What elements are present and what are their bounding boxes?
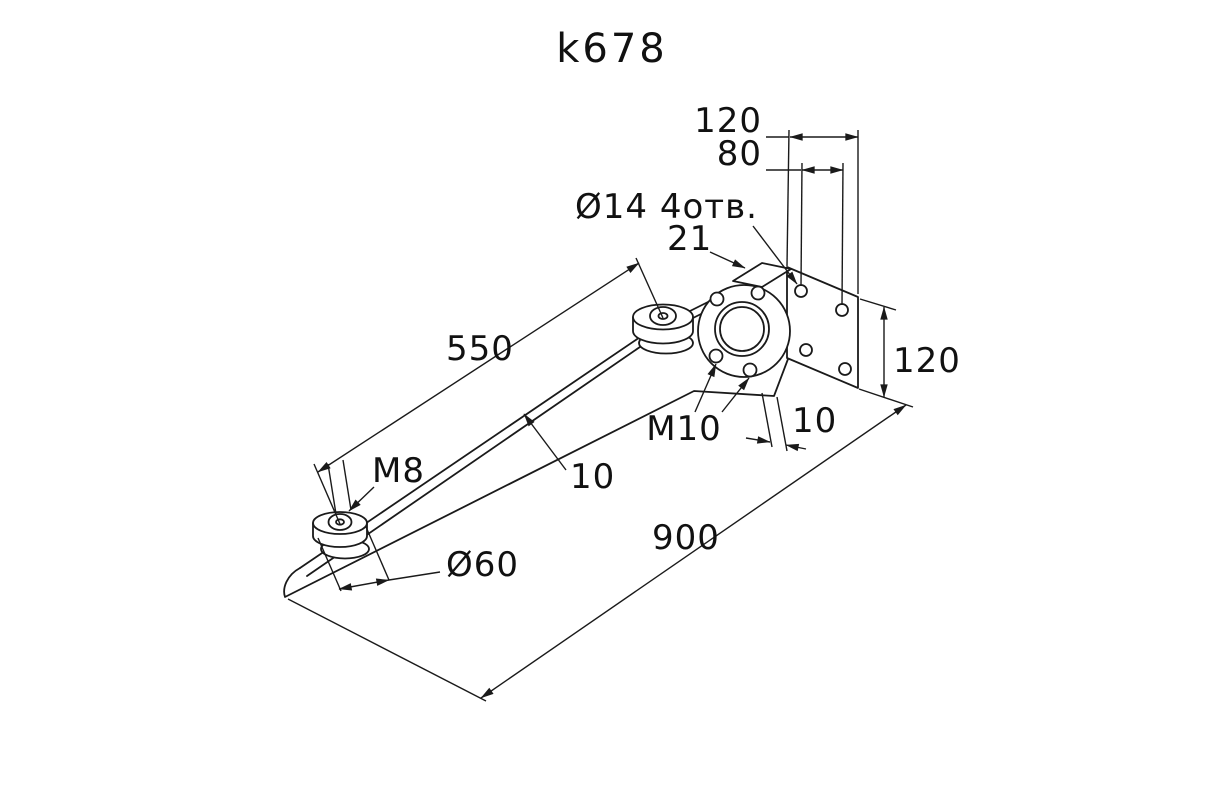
dim-total-length: 900: [652, 518, 720, 558]
lower-boss: [312, 511, 370, 560]
plate-hole: [794, 284, 808, 298]
dim-tab-width: 21: [667, 219, 712, 259]
plate-hole: [838, 362, 852, 376]
dimension-lines: [287, 129, 914, 702]
annotations: k678 120 80 Ø14 4отв. 21 550 120 M8 10 M…: [372, 26, 961, 585]
hub-stud: [708, 348, 724, 364]
dim-thread-small: M8: [372, 451, 425, 491]
dim-boss-distance: 550: [446, 329, 514, 369]
hub-stud: [750, 285, 766, 301]
dim-plate-height: 120: [893, 341, 961, 381]
drawing-title: k678: [556, 26, 668, 72]
hub-stud: [742, 362, 758, 378]
plate-hole: [799, 343, 813, 357]
dim-plate-thickness: 10: [792, 401, 837, 441]
dim-arm-thickness: 10: [570, 457, 615, 497]
hub: [697, 284, 791, 378]
dim-thread-large: M10: [646, 409, 722, 449]
dim-boss-diameter: Ø60: [446, 545, 519, 585]
hub-stud: [709, 291, 725, 307]
dim-hole-spacing: 80: [717, 134, 762, 174]
dim-plate-width: 120: [694, 101, 762, 141]
dim-holes-note: Ø14 4отв.: [575, 187, 758, 227]
mid-boss: [632, 303, 694, 355]
plate-hole: [835, 303, 849, 317]
